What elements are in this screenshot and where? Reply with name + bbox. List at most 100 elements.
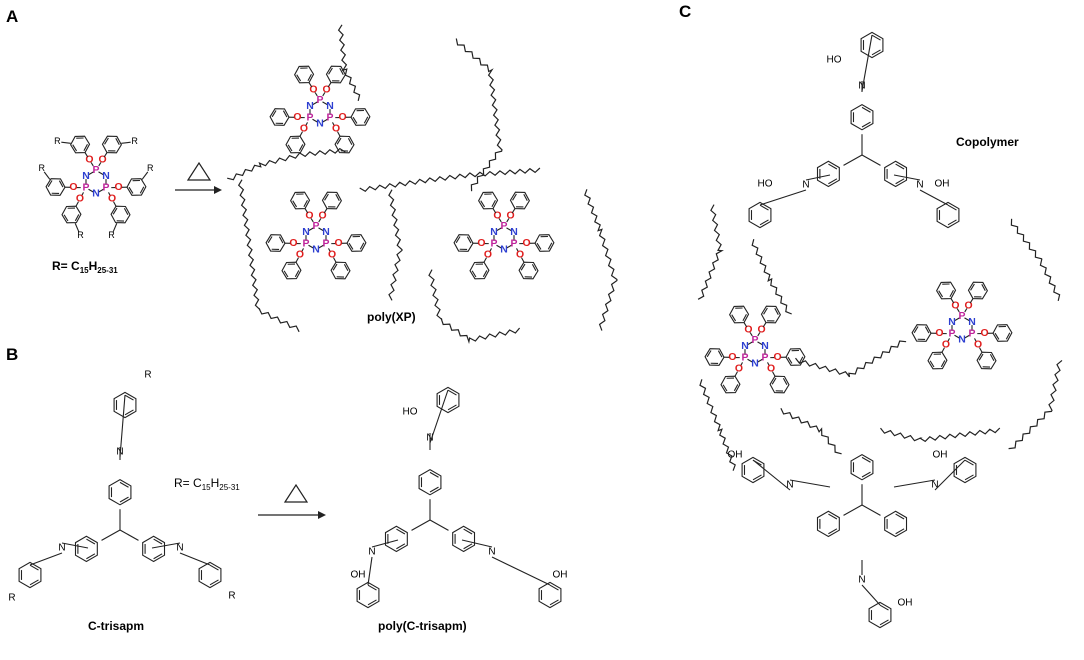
methine-bond bbox=[861, 504, 881, 516]
polymer-chain bbox=[1010, 218, 1061, 302]
double-bond bbox=[112, 207, 118, 215]
r-group-label: R bbox=[77, 230, 84, 240]
pn-bond bbox=[312, 101, 318, 106]
o-aryl-bond bbox=[734, 371, 738, 377]
product-label-poly-c-trisapm: poly(C-trisapm) bbox=[378, 619, 467, 633]
benzene-ring bbox=[850, 103, 874, 131]
p-o-bond bbox=[974, 338, 977, 343]
double-bond bbox=[29, 564, 39, 571]
aryl-n-bond bbox=[893, 479, 936, 488]
o-aryl-bond bbox=[772, 371, 776, 377]
oxygen-atom: O bbox=[76, 194, 84, 205]
n-ch2-bond bbox=[752, 459, 791, 491]
phosphorus-atom: P bbox=[323, 239, 330, 250]
amine-nitrogen: N bbox=[488, 547, 495, 558]
double-bond bbox=[938, 290, 944, 298]
benzene-ring bbox=[126, 178, 147, 196]
double-bond bbox=[970, 283, 975, 291]
benzene-ring bbox=[294, 65, 315, 84]
benzene-ring bbox=[884, 510, 908, 538]
hydroxyl-label: HO bbox=[827, 55, 842, 66]
benzene-ring bbox=[101, 135, 122, 154]
double-bond bbox=[964, 474, 974, 481]
double-bond bbox=[774, 307, 779, 315]
p-o-bond bbox=[740, 362, 743, 367]
benzene-ring bbox=[108, 478, 132, 506]
double-bond bbox=[429, 486, 439, 493]
aryl-n-bond bbox=[151, 542, 181, 549]
p-o-bond bbox=[301, 248, 304, 253]
benzene-ring bbox=[478, 191, 499, 210]
double-bond bbox=[339, 67, 344, 75]
n-ch2-bond bbox=[491, 556, 551, 586]
double-bond bbox=[895, 163, 905, 170]
oxygen-atom: O bbox=[507, 210, 515, 221]
double-bond bbox=[447, 404, 457, 411]
double-bond bbox=[482, 270, 488, 278]
double-bond bbox=[929, 360, 935, 368]
pn-bond bbox=[322, 118, 328, 123]
panel-b: NRNRNR R= C15H25-31 C-trisapm NHONOHNOH … bbox=[8, 370, 567, 633]
copolymer-network: PNPNPNOOOOOOPNPNPNOOOOOONHONHONOHNOHNOHN… bbox=[697, 31, 1063, 629]
benzene-ring bbox=[729, 305, 750, 324]
double-bond bbox=[861, 121, 871, 128]
pn-bond bbox=[318, 244, 324, 249]
double-bond bbox=[283, 270, 289, 278]
double-bond bbox=[466, 236, 472, 244]
benzene-ring bbox=[741, 456, 765, 484]
double-bond bbox=[759, 219, 769, 226]
nitrogen-atom: N bbox=[102, 171, 110, 182]
double-bond bbox=[123, 207, 129, 215]
copolymer-title: Copolymer bbox=[956, 135, 1019, 149]
double-bond bbox=[86, 553, 96, 560]
double-bond bbox=[463, 543, 473, 550]
p-o-bond bbox=[98, 162, 102, 167]
aryl-n-bond bbox=[789, 479, 831, 488]
amine-nitrogen: N bbox=[368, 547, 375, 558]
oxygen-atom: O bbox=[728, 352, 736, 363]
amine-nitrogen: N bbox=[786, 480, 793, 491]
polymer-chain bbox=[237, 179, 300, 333]
panel-label-c: C bbox=[679, 2, 691, 21]
oxygen-atom: O bbox=[115, 182, 123, 193]
benzene-ring bbox=[269, 108, 290, 126]
n-ch2-bond bbox=[759, 189, 807, 206]
o-aryl-bond bbox=[323, 208, 328, 214]
double-bond bbox=[879, 604, 889, 611]
p-o-bond bbox=[81, 192, 84, 197]
oxygen-atom: O bbox=[335, 238, 343, 249]
p-o-bond bbox=[108, 192, 111, 197]
double-bond bbox=[282, 110, 288, 118]
methine-bond bbox=[861, 154, 881, 166]
benzene-ring bbox=[469, 261, 490, 280]
benzene-ring bbox=[142, 535, 166, 563]
benzene-ring bbox=[509, 191, 530, 210]
phosphorus-atom: P bbox=[303, 239, 310, 250]
double-bond bbox=[209, 579, 219, 586]
oxygen-atom: O bbox=[774, 352, 782, 363]
double-bond bbox=[335, 193, 340, 201]
polymer-chain bbox=[227, 147, 346, 181]
benzene-ring bbox=[911, 324, 932, 342]
pn-bond bbox=[964, 317, 970, 322]
double-bond bbox=[471, 270, 477, 278]
benzene-ring bbox=[285, 135, 306, 154]
benzene-ring bbox=[290, 191, 311, 210]
panel-c: Copolymer PNPNPNOOOOOOPNPNPNOOOOOONHONHO… bbox=[697, 31, 1063, 629]
benzene-ring bbox=[418, 468, 442, 496]
o-aryl-bond bbox=[304, 208, 309, 214]
double-bond bbox=[298, 144, 304, 152]
hydroxyl-label: OH bbox=[935, 179, 950, 190]
double-bond bbox=[861, 456, 871, 463]
polymer-chain bbox=[699, 379, 736, 471]
r-group-label: R bbox=[39, 163, 46, 173]
nitrogen-atom: N bbox=[968, 317, 976, 328]
nitrogen-atom: N bbox=[751, 358, 759, 369]
r-bond bbox=[61, 141, 71, 144]
benzene-ring bbox=[70, 135, 91, 154]
o-aryl-bond bbox=[84, 152, 89, 158]
phosphorus-atom: P bbox=[327, 113, 334, 124]
polymer-chain bbox=[455, 38, 503, 192]
nitrogen-atom: N bbox=[306, 101, 314, 112]
